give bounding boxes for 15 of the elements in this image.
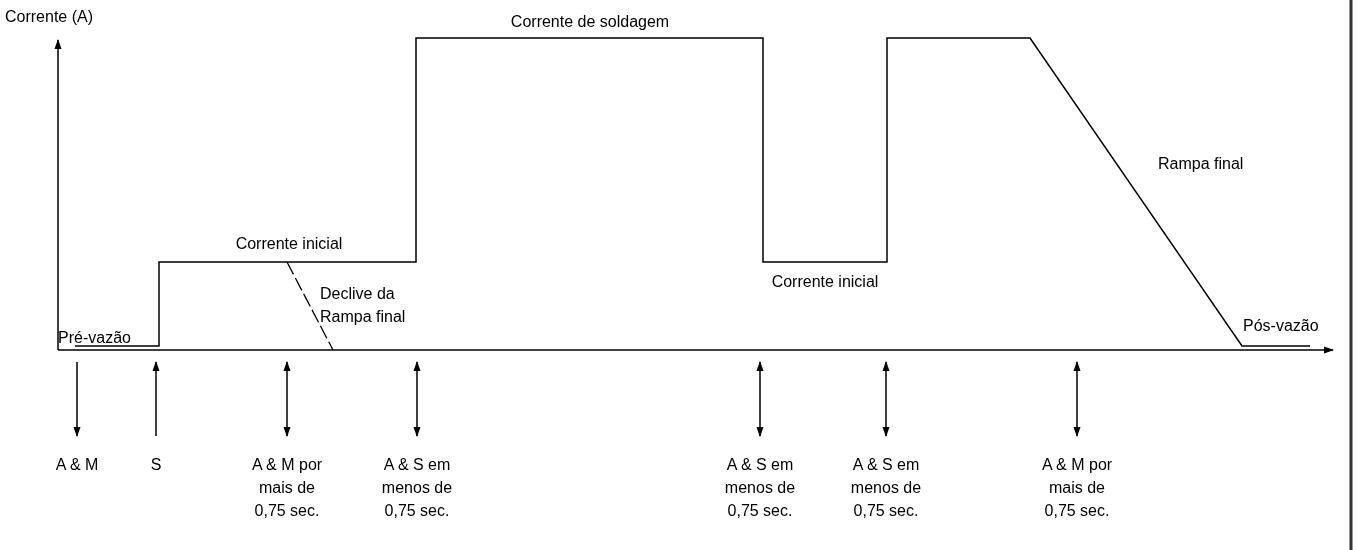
- curve-label: Pré-vazão: [58, 328, 131, 348]
- event-label: A & M: [54, 455, 100, 475]
- event-label: S: [149, 455, 163, 475]
- axis-label: Corrente (A): [5, 7, 94, 27]
- curve-label: Corrente de soldagem: [510, 12, 670, 32]
- curve-label: Rampa final: [1158, 154, 1244, 174]
- event-label: A & M por mais de 0,75 sec.: [250, 455, 324, 521]
- event-label: A & S em menos de 0,75 sec.: [723, 455, 797, 521]
- curve-label: Pós-vazão: [1243, 316, 1319, 336]
- event-label: A & M por mais de 0,75 sec.: [1040, 455, 1114, 521]
- curve-label: Declive da Rampa final: [320, 284, 407, 327]
- event-label: A & S em menos de 0,75 sec.: [849, 455, 923, 521]
- curve-label: Corrente inicial: [235, 234, 343, 254]
- event-label: A & S em menos de 0,75 sec.: [380, 455, 454, 521]
- curve-label: Corrente inicial: [771, 272, 879, 292]
